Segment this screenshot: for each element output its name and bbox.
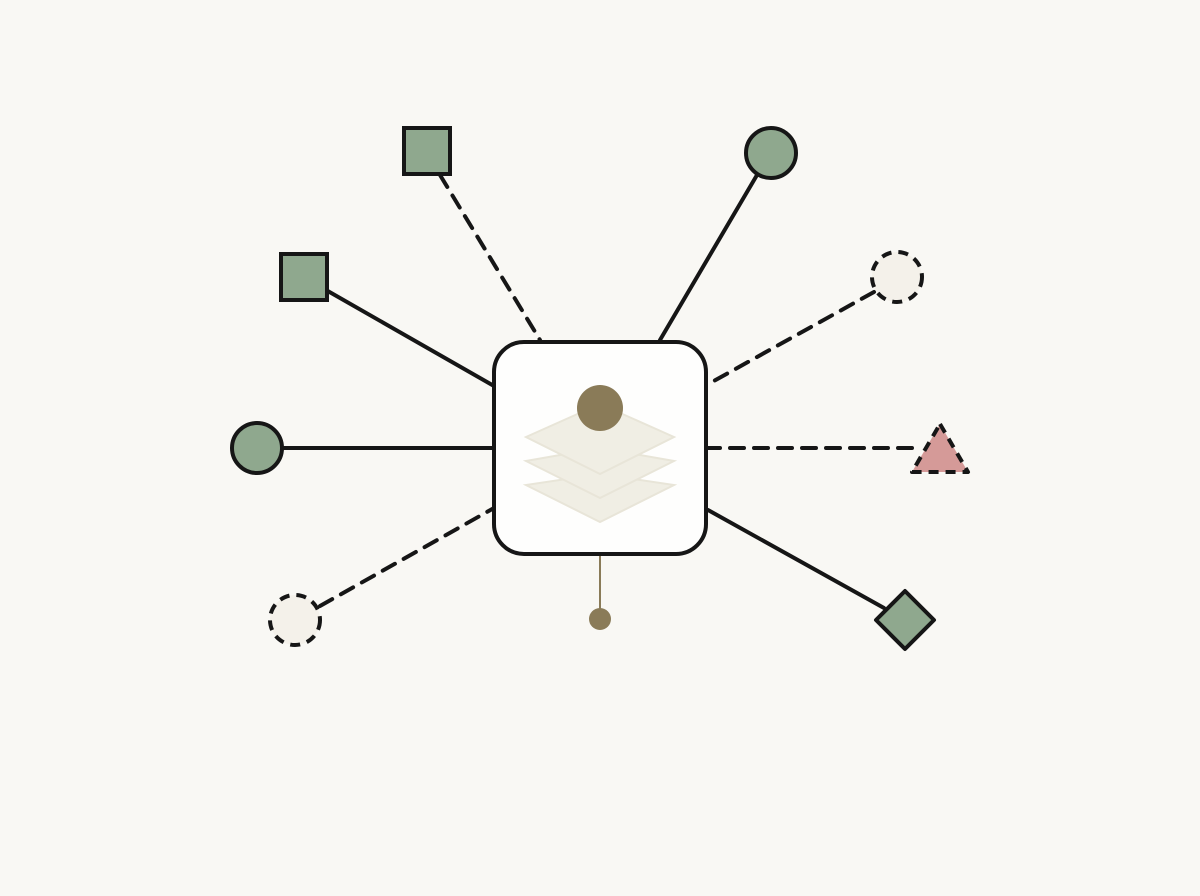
layer-top xyxy=(523,402,677,476)
link-left-square xyxy=(324,288,496,388)
node-right-circle[interactable] xyxy=(870,250,924,304)
node-bottom-dot[interactable] xyxy=(589,608,611,630)
node-right-triangle[interactable] xyxy=(910,422,970,474)
node-left-circle[interactable] xyxy=(230,421,284,475)
node-top-right-circle[interactable] xyxy=(744,126,798,180)
link-right-circle xyxy=(710,290,876,384)
link-upper-left-square xyxy=(438,173,542,342)
link-lower-left-circle xyxy=(318,506,496,608)
node-lower-right-diamond[interactable] xyxy=(874,589,936,651)
link-top-right-circle xyxy=(658,173,759,342)
connector-lines xyxy=(280,173,922,611)
node-lower-left-circle[interactable] xyxy=(268,593,322,647)
peripheral-nodes xyxy=(230,126,970,651)
node-upper-left-square[interactable] xyxy=(402,126,452,176)
hub-node[interactable] xyxy=(492,340,708,556)
link-lower-right-diamond xyxy=(706,508,886,610)
hub-dot-icon xyxy=(577,385,623,431)
stacked-layers-icon xyxy=(522,402,678,524)
node-left-square[interactable] xyxy=(279,252,329,302)
